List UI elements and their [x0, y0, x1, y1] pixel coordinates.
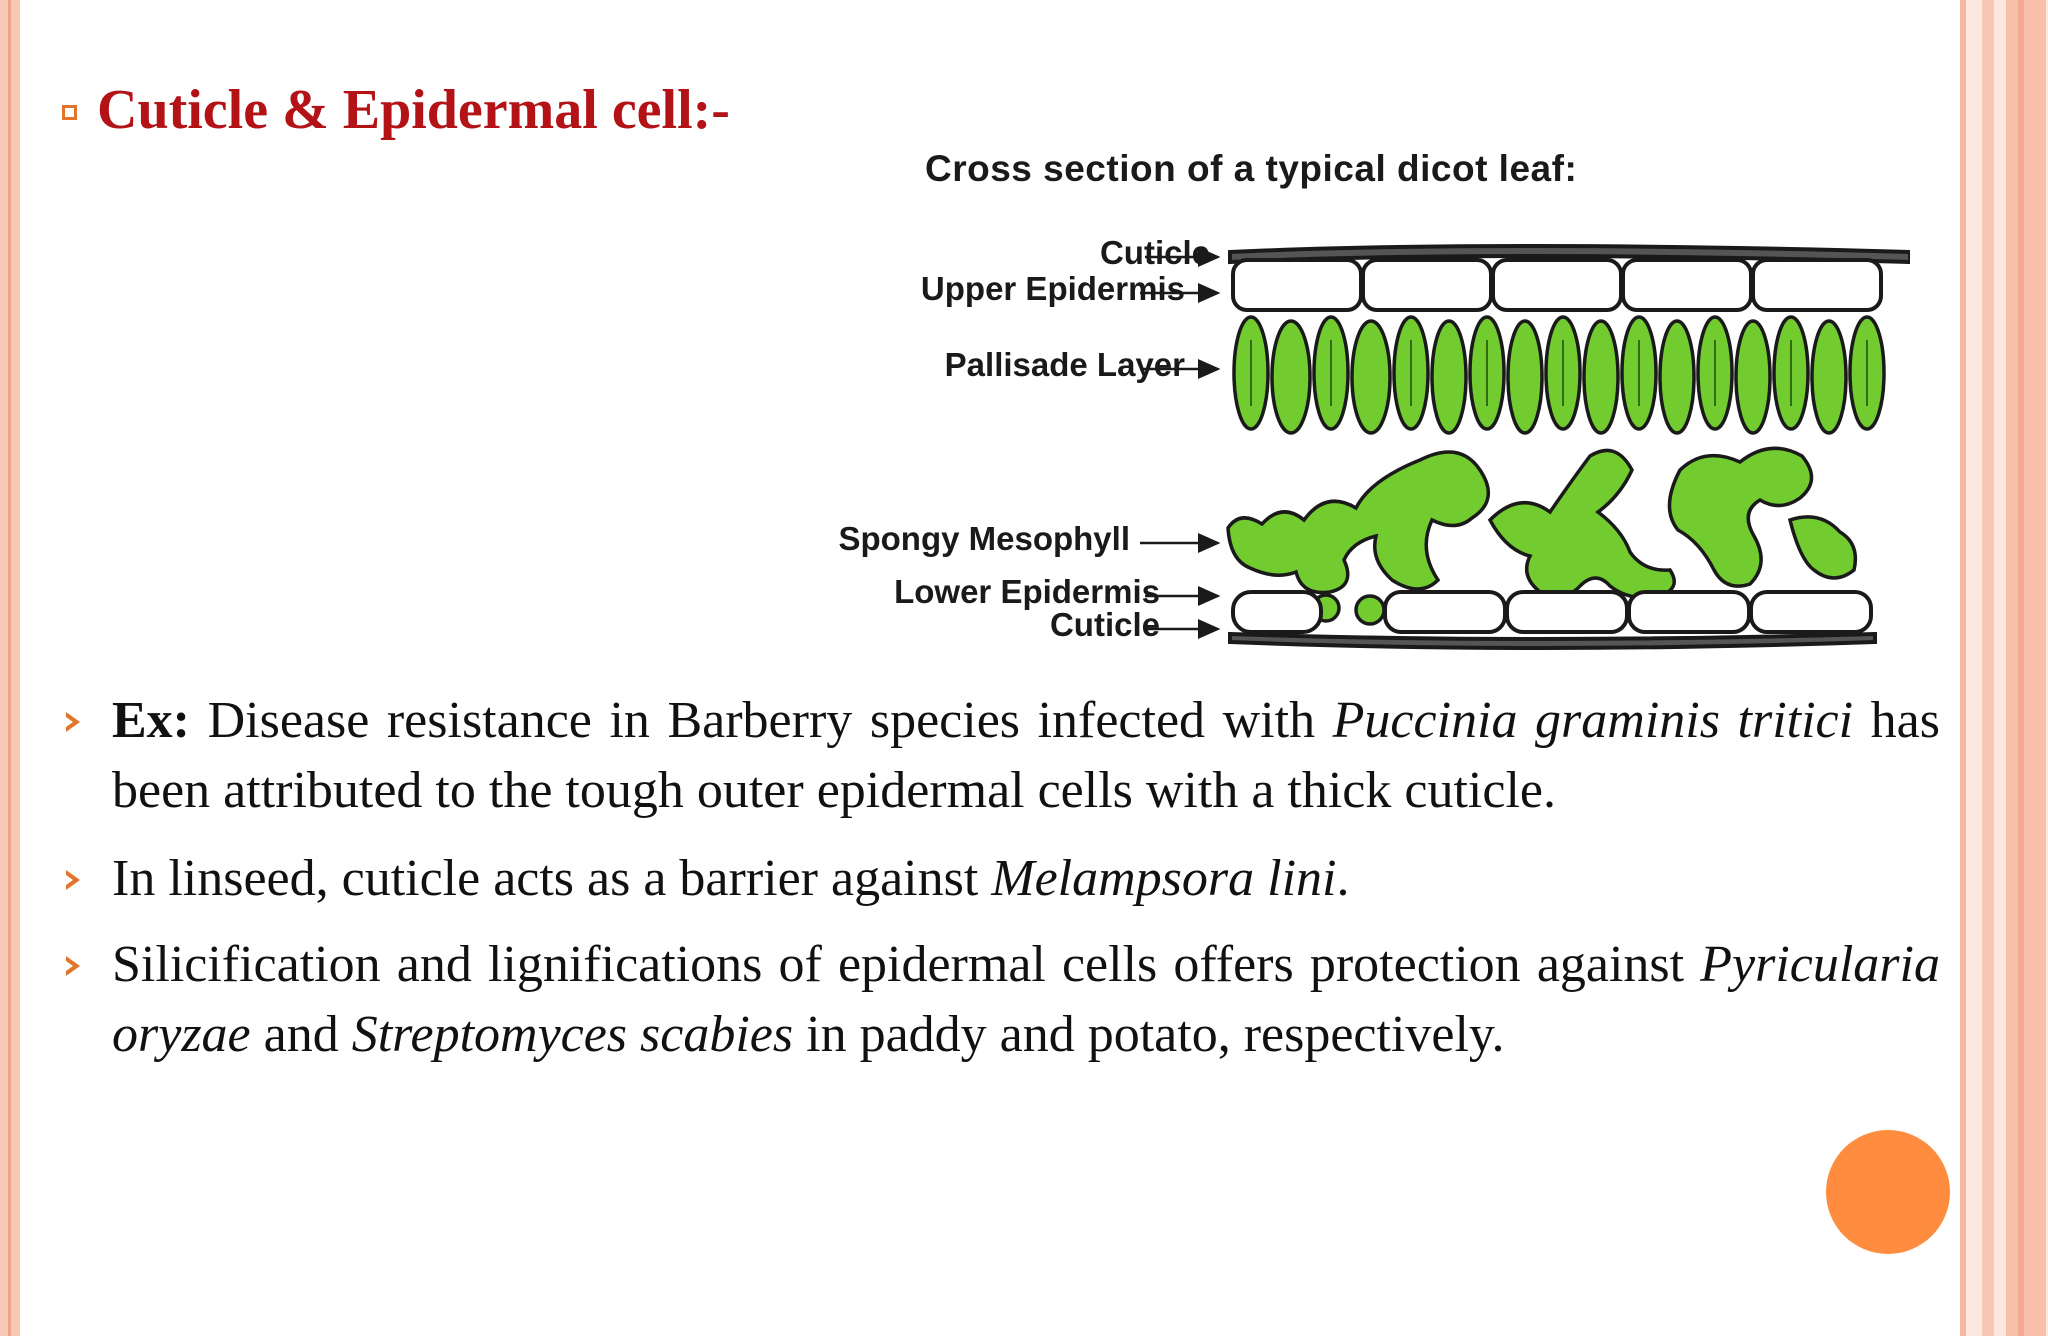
decorative-orange-circle — [1826, 1130, 1950, 1254]
label-pallisade-layer: Pallisade Layer — [944, 346, 1185, 383]
pathogen-name: Puccinia graminis tritici — [1332, 692, 1854, 749]
body-text: Ex: Disease resistance in Barberry speci… — [60, 686, 1940, 1070]
left-border-decoration — [0, 0, 20, 1336]
label-cuticle-top: Cuticle — [1099, 234, 1210, 271]
pathogen-name: Streptomyces scabies — [351, 1006, 794, 1063]
ex-label: Ex: — [112, 692, 190, 749]
pathogen-name: Melampsora lini — [991, 850, 1337, 907]
label-spongy-mesophyll: Spongy Mesophyll — [838, 520, 1130, 557]
slide-heading: Cuticle & Epidermal cell:- — [62, 78, 730, 142]
label-cuticle-bottom: Cuticle — [1049, 606, 1160, 643]
lower-epidermis-cells — [1228, 590, 1877, 650]
square-bullet-icon — [62, 104, 77, 120]
list-item: In linseed, cuticle acts as a barrier ag… — [60, 844, 1940, 914]
palisade-cells — [1232, 315, 1886, 435]
list-item: Silicification and lignifications of epi… — [60, 930, 1940, 1070]
label-lower-epidermis: Lower Epidermis — [894, 573, 1160, 610]
arrow-bullet-icon — [66, 870, 80, 890]
spongy-mesophyll-cells — [1226, 446, 1858, 626]
diagram-title: Cross section of a typical dicot leaf: — [925, 148, 1578, 189]
label-upper-epidermis: Upper Epidermis — [920, 270, 1185, 307]
leaf-cross-section-diagram: Cross section of a typical dicot leaf: C… — [730, 140, 1910, 650]
arrow-bullet-icon — [66, 956, 80, 976]
arrow-bullet-icon — [66, 712, 80, 732]
pathogen-name: Pyricularia oryzae — [112, 936, 1940, 1063]
upper-epidermis-cells — [1228, 244, 1910, 312]
right-border-decoration — [1960, 0, 2048, 1336]
list-item: Ex: Disease resistance in Barberry speci… — [60, 686, 1940, 826]
heading-text: Cuticle & Epidermal cell:- — [97, 79, 730, 141]
leaf-diagram-svg — [1140, 244, 1910, 650]
